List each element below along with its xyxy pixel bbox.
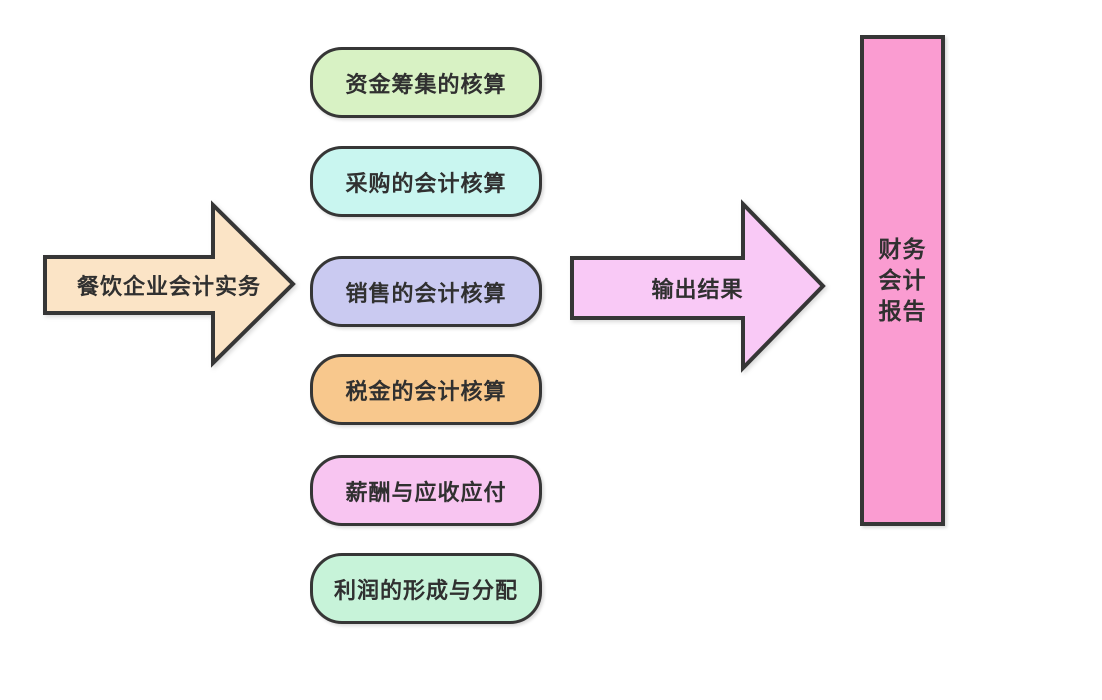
report-box-line-3: 报告: [878, 298, 927, 324]
process-pill-funding: 资金筹集的核算: [310, 47, 542, 118]
output-arrow-label: 输出结果: [651, 277, 744, 302]
report-box: 财务 会计 报告: [860, 35, 945, 526]
process-pill-sales: 销售的会计核算: [310, 256, 542, 327]
process-pill-payroll: 薪酬与应收应付: [310, 455, 542, 526]
process-pill-purchasing: 采购的会计核算: [310, 146, 542, 217]
input-arrow-shape: [43, 200, 296, 368]
output-arrow-shape: [570, 199, 826, 373]
report-box-line-1: 财务: [878, 236, 927, 262]
report-box-line-2: 会计: [878, 267, 927, 293]
process-pill-tax: 税金的会计核算: [310, 354, 542, 425]
input-arrow-label: 餐饮企业会计实务: [76, 274, 261, 299]
process-pill-profit: 利润的形成与分配: [310, 553, 542, 624]
